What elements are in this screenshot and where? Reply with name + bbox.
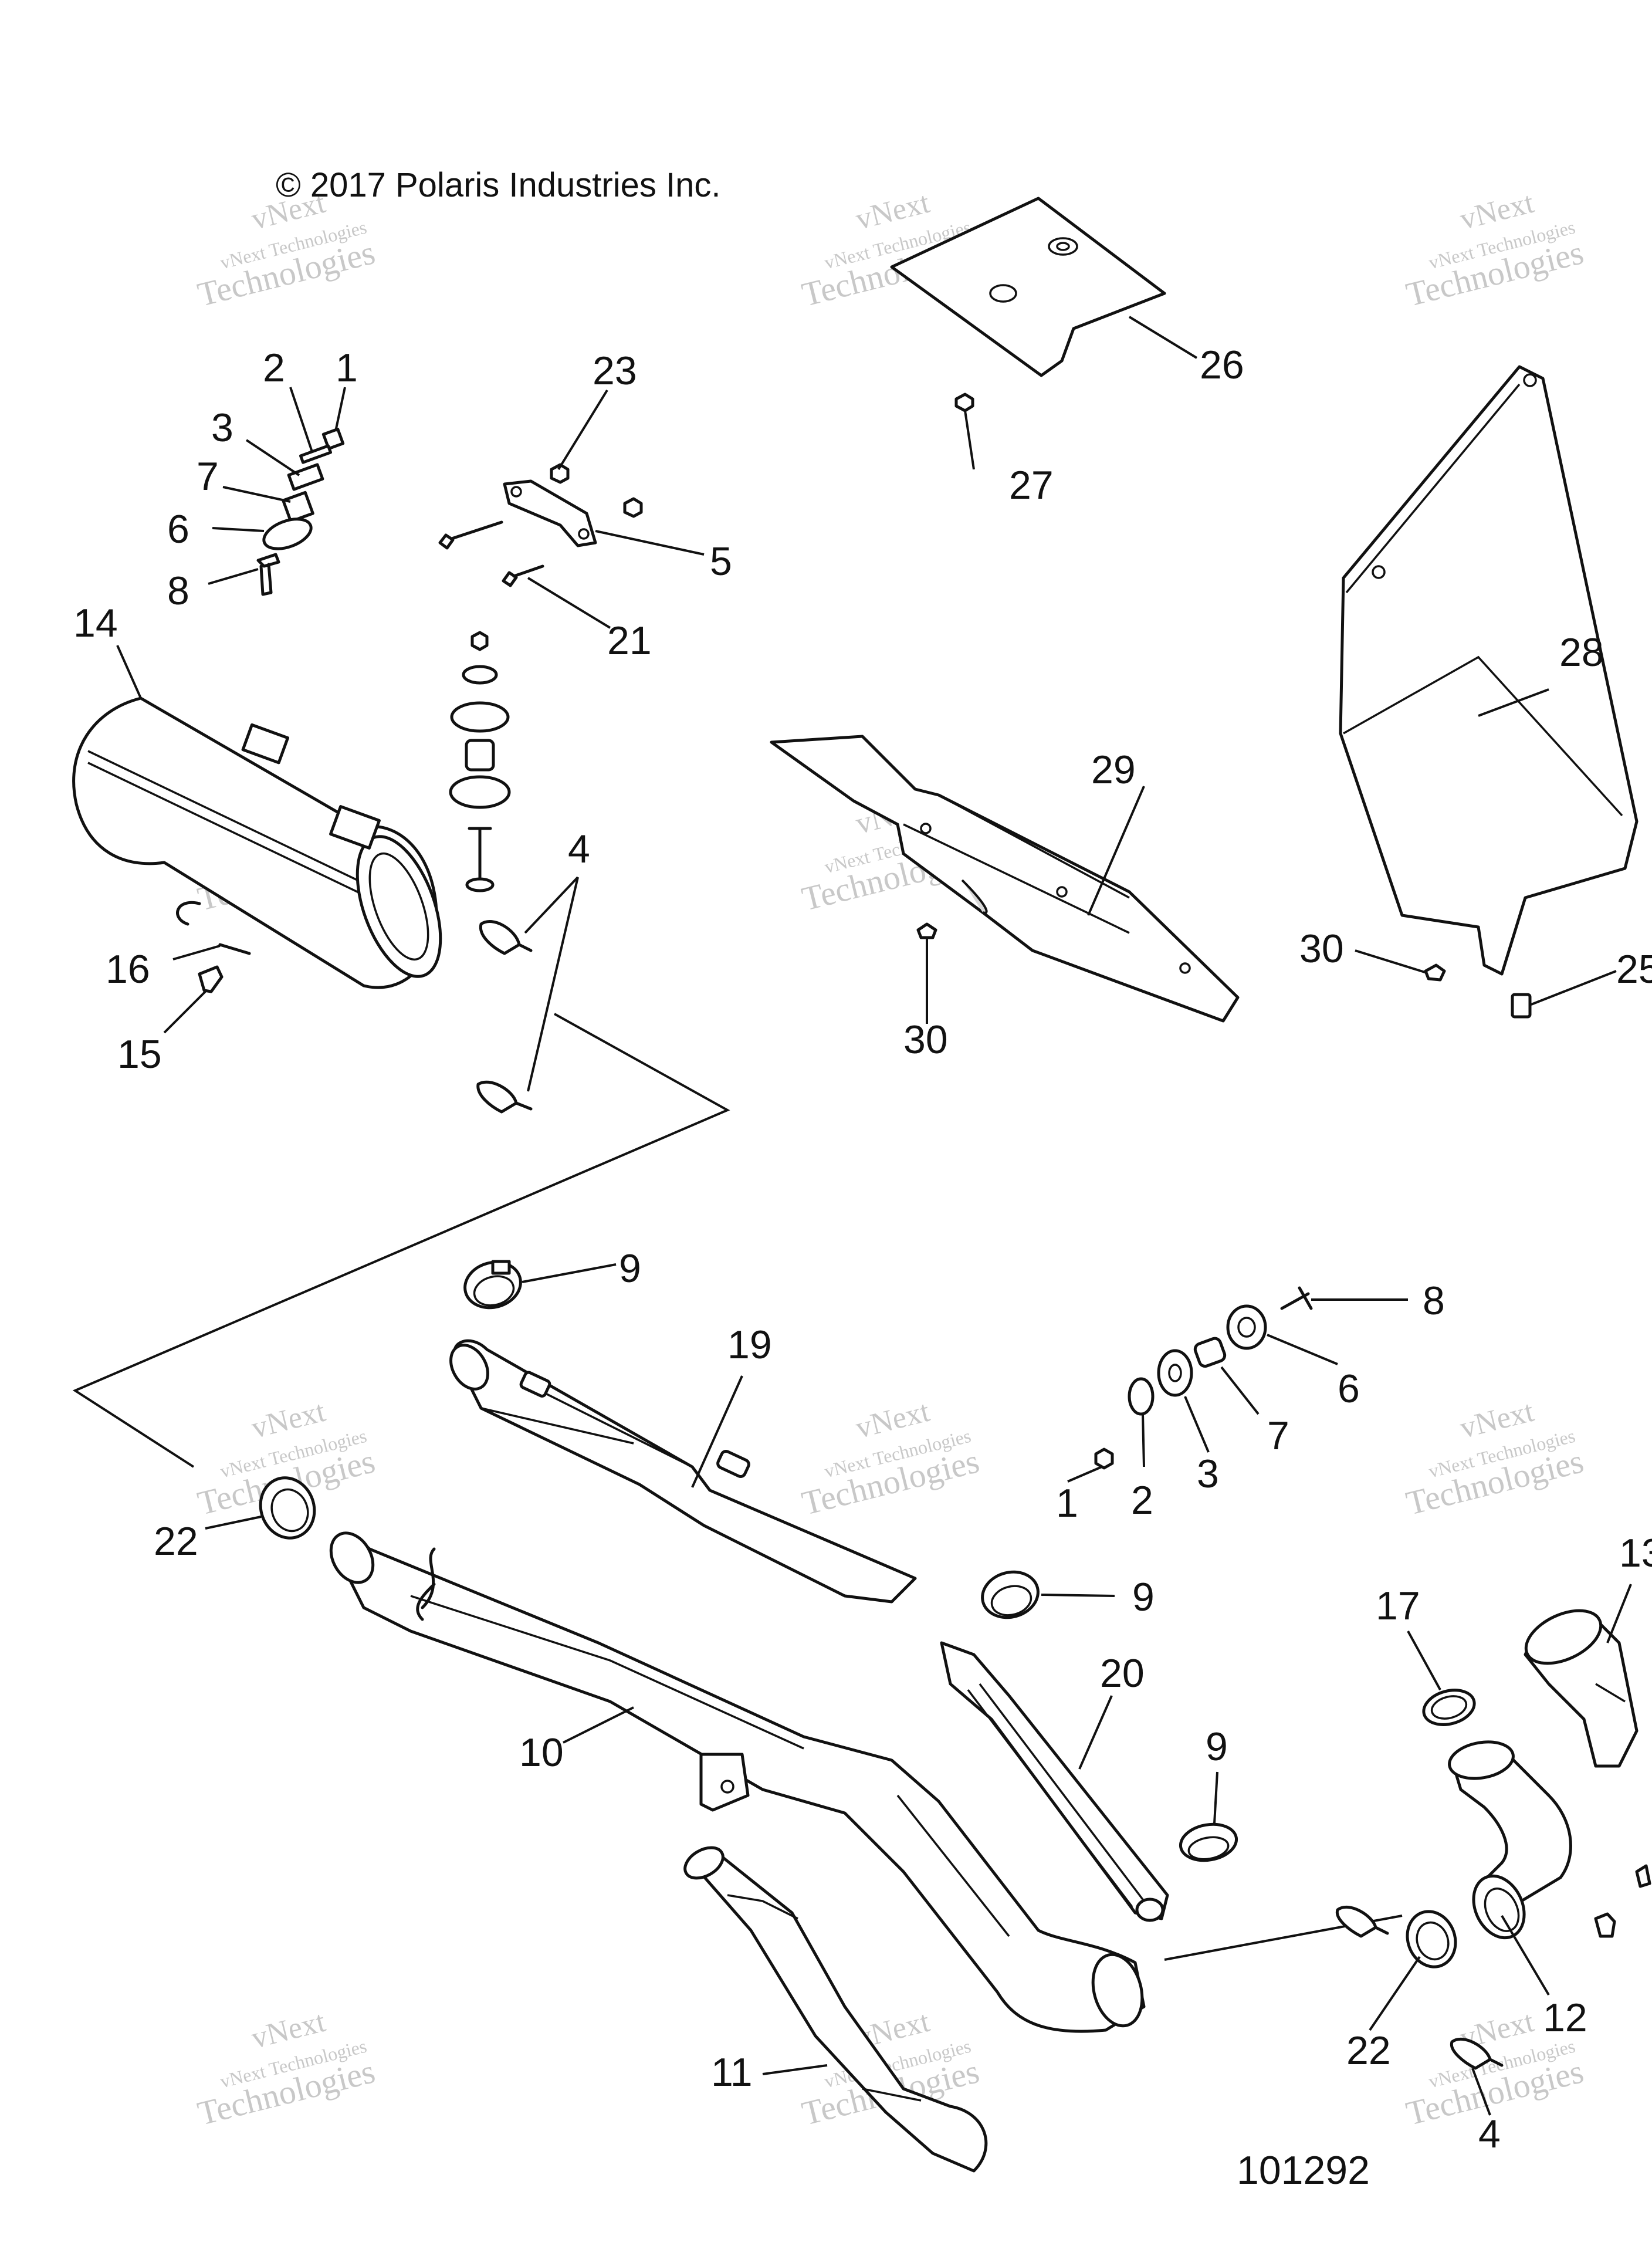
callout-7a: 7 xyxy=(197,454,219,499)
exhaust-pipe-part-19 xyxy=(449,1339,917,1604)
callout-29: 29 xyxy=(1091,748,1136,792)
grommet-part-6-lower xyxy=(1226,1304,1267,1350)
callout-2b: 2 xyxy=(1131,1478,1153,1523)
mount-hardware-stack-upper xyxy=(256,427,345,596)
exhaust-pipe-part-13 xyxy=(1524,1609,1639,1768)
screw-part-27 xyxy=(954,393,974,412)
callout-11: 11 xyxy=(711,2050,753,2095)
watermark-top-right: vNext vNext Technologies Technologies xyxy=(1402,186,1587,314)
watermark-bottom-right: vNext vNext Technologies Technologies xyxy=(1402,2005,1587,2133)
isolator-stack-center xyxy=(449,631,511,892)
callout-6a: 6 xyxy=(167,507,189,552)
bolt-part-21-lower xyxy=(502,564,544,587)
watermark-bottom-left: vNext vNext Technologies Technologies xyxy=(194,2005,378,2133)
clamp-part-9-middle xyxy=(981,1570,1040,1619)
clip-part-25 xyxy=(1511,993,1532,1019)
nut-part-1 xyxy=(321,427,345,451)
nut-part-23b xyxy=(623,497,643,518)
spacer-part-3 xyxy=(287,463,324,491)
drawing-number: 101292 xyxy=(1237,2148,1370,2193)
heat-shield-part-20 xyxy=(940,1641,1169,1922)
exhaust-pipe-part-11 xyxy=(683,1846,988,2173)
callout-27: 27 xyxy=(1009,463,1054,508)
clamp-part-9-lower xyxy=(1179,1822,1238,1862)
copyright-notice: © 2017 Polaris Industries Inc. xyxy=(276,166,721,204)
callout-4b: 4 xyxy=(1478,2112,1501,2156)
callout-13: 13 xyxy=(1619,1531,1652,1575)
header-pipe-part-10 xyxy=(329,1531,1146,2033)
callout-22b: 22 xyxy=(1346,2028,1391,2073)
bushing-part-7-lower xyxy=(1193,1337,1227,1368)
callout-1a: 1 xyxy=(336,346,358,390)
mount-hardware-stack-lower xyxy=(1094,1286,1313,1470)
spacer-part-3-lower xyxy=(1157,1349,1193,1397)
callout-15: 15 xyxy=(117,1032,162,1077)
washer-part-2 xyxy=(299,444,333,464)
callout-9b: 9 xyxy=(1132,1575,1155,1619)
callout-17: 17 xyxy=(1376,1584,1420,1628)
callout-25: 25 xyxy=(1616,947,1652,992)
callout-3a: 3 xyxy=(211,405,233,450)
stud-hardware-right xyxy=(1594,1864,1651,1938)
bracket-part-5 xyxy=(503,479,597,547)
callout-30a: 30 xyxy=(903,1017,948,1062)
watermark-lower-right: vNext vNext Technologies Technologies xyxy=(1402,1395,1587,1523)
bracket-assembly-part-5 xyxy=(438,463,643,587)
callout-1b: 1 xyxy=(1056,1481,1078,1526)
callout-30b: 30 xyxy=(1299,926,1344,971)
exhaust-pipe-part-12 xyxy=(1448,1740,1572,1940)
bolt-part-15 xyxy=(198,965,224,993)
muffler-part-14 xyxy=(72,696,442,993)
washer-part-2-lower xyxy=(1128,1377,1155,1416)
screw-part-30-center xyxy=(916,922,937,939)
bolt-part-8-lower xyxy=(1280,1286,1313,1310)
callout-12: 12 xyxy=(1543,1995,1587,2040)
callout-28: 28 xyxy=(1559,630,1604,675)
callout-22a: 22 xyxy=(154,1519,198,1564)
nut-part-1-lower xyxy=(1094,1447,1114,1470)
callout-23: 23 xyxy=(593,349,637,393)
callout-19: 19 xyxy=(727,1323,772,1367)
grommet-part-6 xyxy=(262,518,313,550)
callout-16: 16 xyxy=(106,947,150,992)
heat-shield-part-28 xyxy=(1339,365,1639,1019)
callout-8b: 8 xyxy=(1423,1278,1445,1323)
callout-8a: 8 xyxy=(167,569,189,613)
callout-14: 14 xyxy=(73,601,118,645)
callout-4a: 4 xyxy=(568,827,590,871)
clamp-part-16 xyxy=(218,943,251,955)
gasket-part-22-upper xyxy=(259,1476,316,1540)
bolt-part-8 xyxy=(256,553,280,596)
spring-part-4-upper xyxy=(476,919,533,1114)
watermark-lower-center: vNext vNext Technologies Technologies xyxy=(798,1395,983,1523)
callout-labels: 1 2 3 7 6 8 23 5 21 26 27 14 4 16 15 29 … xyxy=(73,343,1652,2156)
callout-6b: 6 xyxy=(1338,1367,1360,1411)
callout-9a: 9 xyxy=(619,1246,641,1291)
heat-shield-plate-part-26 xyxy=(890,197,1166,412)
bolt-part-21-upper xyxy=(438,520,503,550)
callout-2a: 2 xyxy=(263,346,285,390)
bushing-part-7 xyxy=(282,491,314,523)
callout-3b: 3 xyxy=(1197,1452,1219,1496)
callout-26: 26 xyxy=(1200,343,1244,387)
heat-shield-part-29 xyxy=(770,735,1240,1023)
leader-lines xyxy=(116,316,1632,2116)
callout-20: 20 xyxy=(1100,1651,1145,1696)
callout-9c: 9 xyxy=(1206,1724,1228,1769)
gasket-part-17 xyxy=(1422,1689,1476,1726)
screw-part-30-right xyxy=(1424,963,1446,982)
callout-10: 10 xyxy=(519,1730,564,1775)
gasket-part-22-lower xyxy=(1406,1910,1457,1968)
callout-21: 21 xyxy=(607,618,652,663)
callout-7b: 7 xyxy=(1267,1413,1289,1458)
spring-part-4-right xyxy=(1335,1905,1504,2070)
callout-5: 5 xyxy=(710,539,732,584)
clamp-part-9-upper xyxy=(463,1260,522,1310)
